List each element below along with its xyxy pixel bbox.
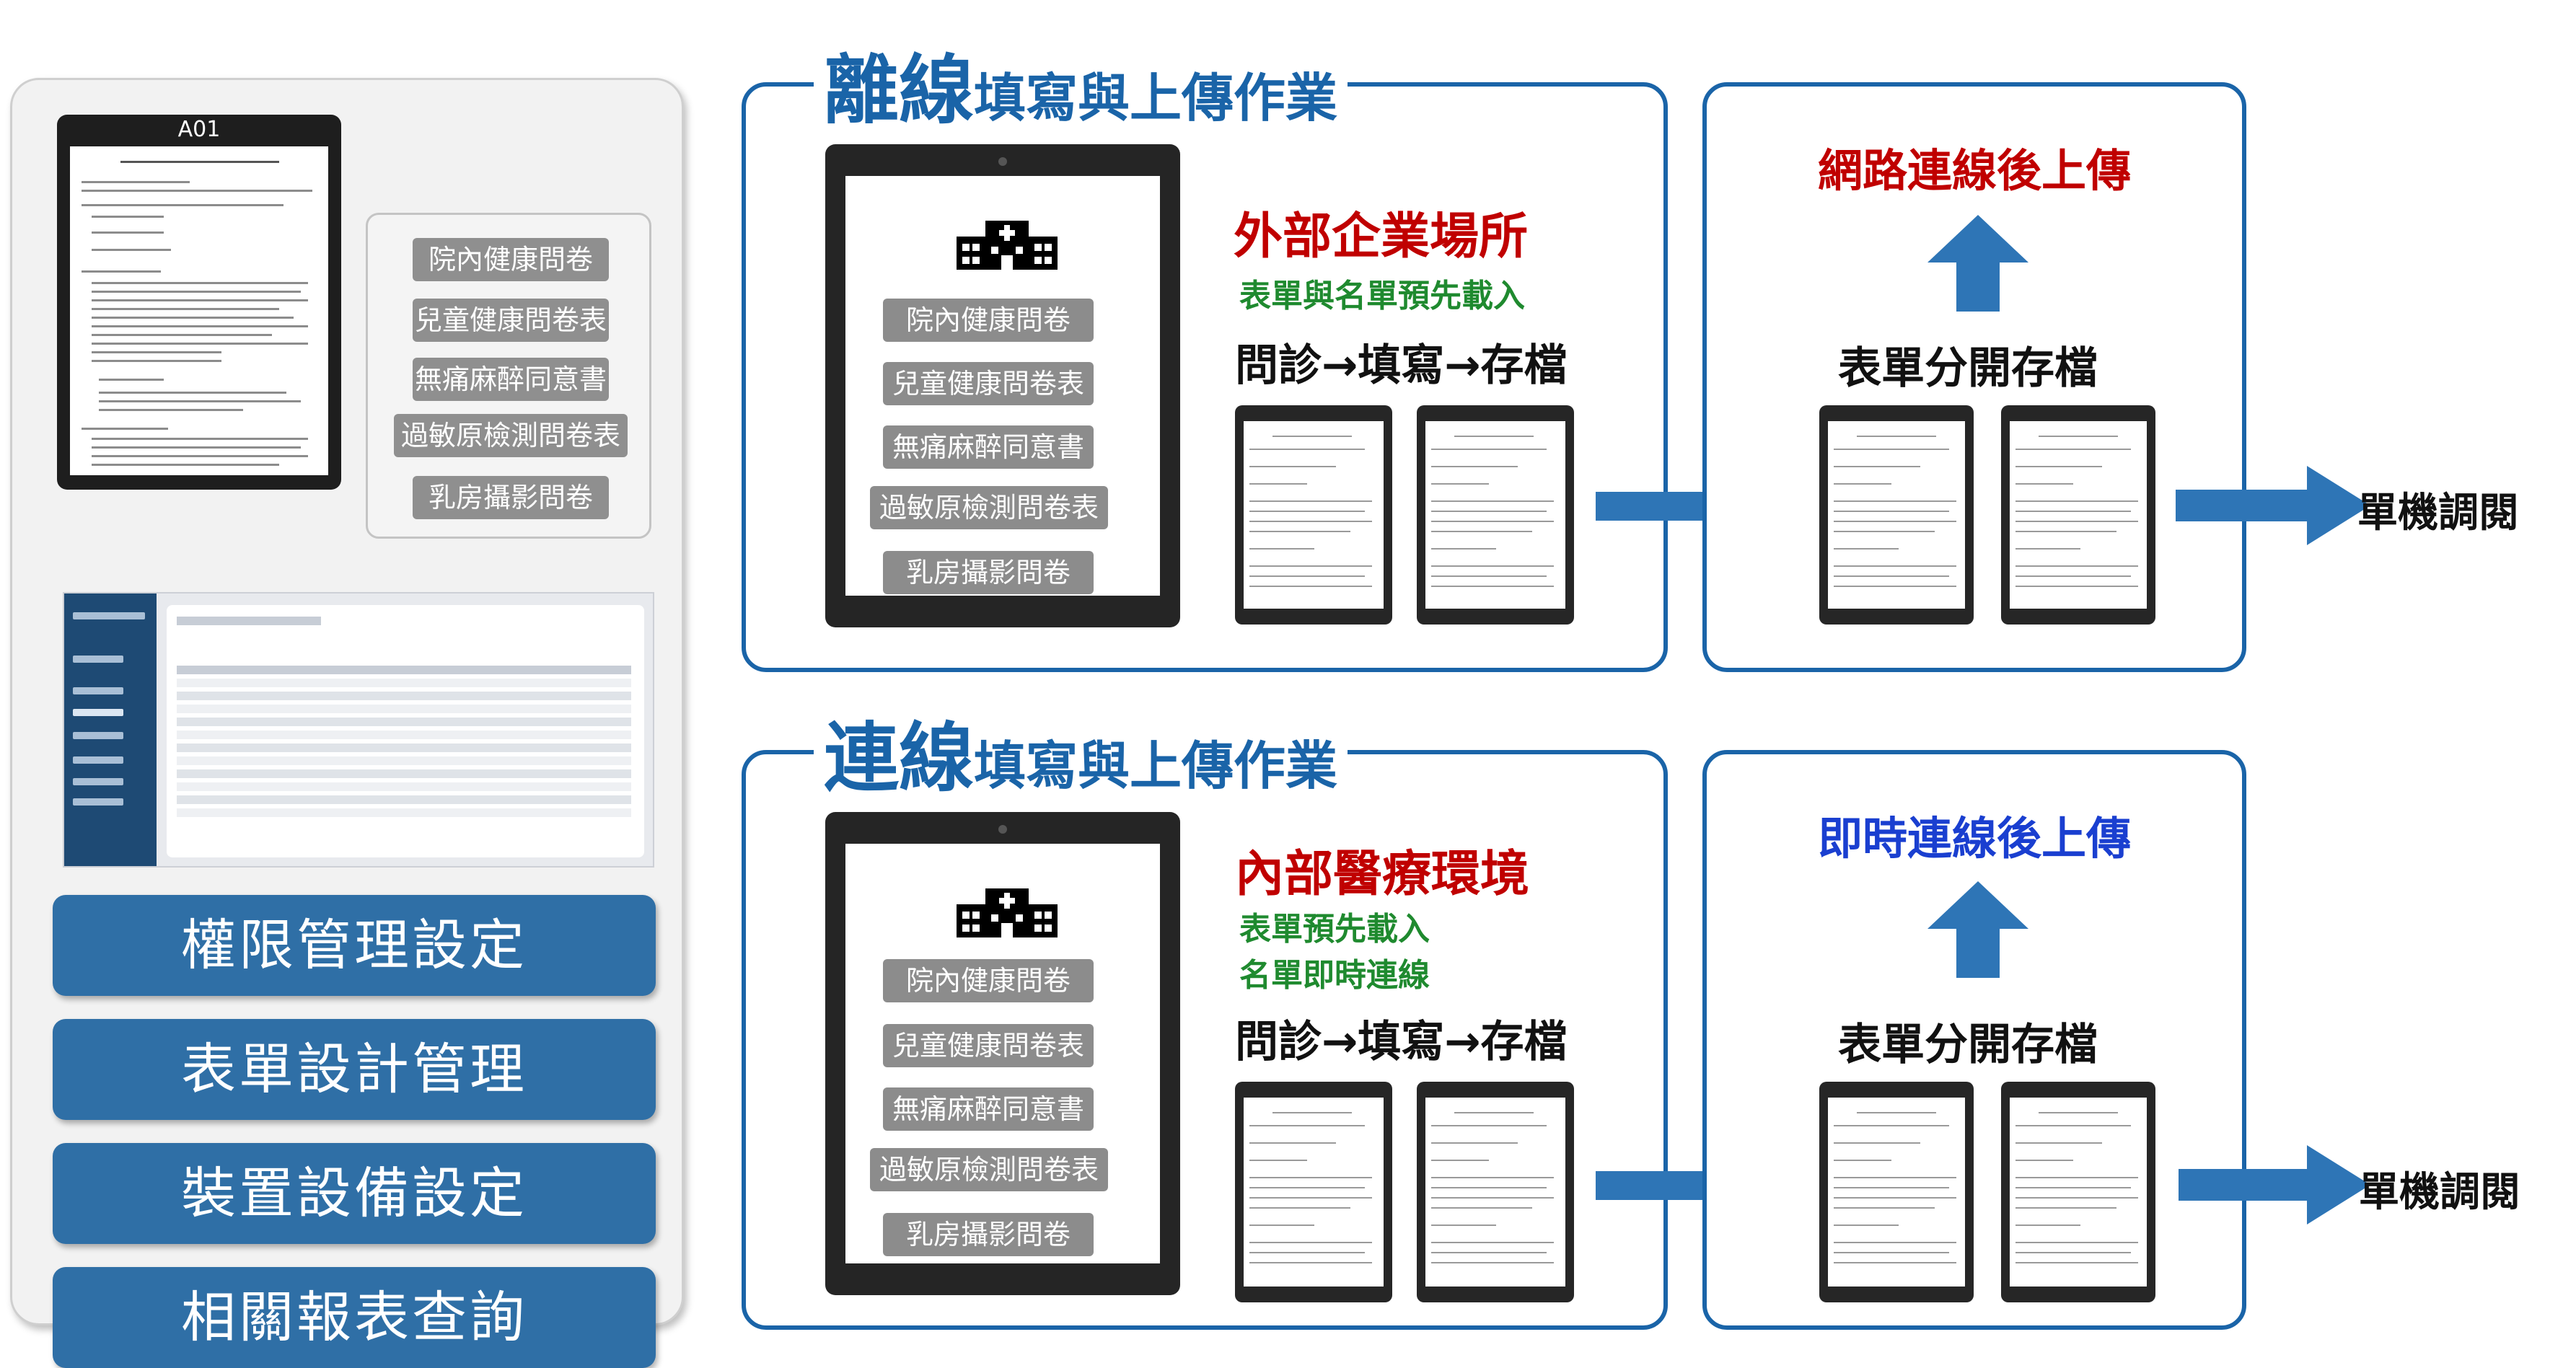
offline-title-main: 離線 [824, 46, 975, 134]
form-list: 院內健康問卷 兒童健康問卷表 無痛麻醉同意書 過敏原檢測問卷表 乳房攝影問卷 [366, 213, 651, 539]
form-item[interactable]: 乳房攝影問卷 [413, 476, 609, 519]
device-settings-button[interactable]: 裝置設備設定 [53, 1143, 656, 1244]
form-item[interactable]: 過敏原檢測問卷表 [870, 1148, 1108, 1191]
up-arrow-icon [1927, 881, 2028, 978]
form-item[interactable]: 乳房攝影問卷 [883, 551, 1094, 594]
online-tablet: 院內健康問卷 兒童健康問卷表 無痛麻醉同意書 過敏原檢測問卷表 乳房攝影問卷 [825, 812, 1180, 1295]
form-item[interactable]: 無痛麻醉同意書 [413, 358, 609, 401]
online-upload-note: 即時連線後上傳 [1817, 812, 2131, 865]
online-upload-box [1702, 750, 2246, 1330]
offline-upload-note: 網路連線後上傳 [1817, 144, 2131, 197]
online-store-label: 表單分開存檔 [1838, 1020, 2098, 1070]
offline-end-label: 單機調閱 [2357, 490, 2519, 537]
up-arrow-icon [1927, 215, 2028, 312]
offline-workflow: 問診→填寫→存檔 [1235, 340, 1568, 391]
form-item[interactable]: 無痛麻醉同意書 [883, 1087, 1094, 1131]
online-preload: 名單即時連線 [1239, 957, 1430, 994]
offline-location: 外部企業場所 [1234, 208, 1529, 265]
online-title-sub: 填寫與上傳作業 [974, 736, 1338, 796]
report-query-button[interactable]: 相關報表查詢 [53, 1267, 656, 1368]
offline-preload: 表單與名單預先載入 [1239, 278, 1525, 314]
online-location: 內部醫療環境 [1235, 846, 1530, 903]
form-item[interactable]: 兒童健康問卷表 [883, 1024, 1094, 1067]
form-item[interactable]: 院內健康問卷 [883, 299, 1094, 342]
right-arrow-icon [2176, 466, 2370, 545]
form-item[interactable]: 兒童健康問卷表 [883, 362, 1094, 405]
admin-panel: A01 [10, 78, 684, 1368]
form-item[interactable]: 院內健康問卷 [883, 959, 1094, 1002]
form-document [70, 146, 328, 475]
online-section-title: 連線填寫與上傳作業 [814, 697, 1348, 806]
right-arrow-icon [2179, 1145, 2370, 1224]
saved-form-tablet [1819, 1082, 1974, 1302]
admin-table-card [167, 605, 644, 857]
saved-form-tablet [1417, 1082, 1574, 1302]
permission-settings-button[interactable]: 權限管理設定 [53, 895, 656, 996]
form-item[interactable]: 院內健康問卷 [413, 238, 609, 281]
form-item[interactable]: 乳房攝影問卷 [883, 1213, 1094, 1256]
hospital-icon [957, 221, 1058, 270]
form-item[interactable]: 兒童健康問卷表 [413, 299, 609, 342]
form-item[interactable]: 過敏原檢測問卷表 [870, 486, 1108, 529]
saved-form-tablet [1417, 405, 1574, 625]
form-item[interactable]: 無痛麻醉同意書 [883, 425, 1094, 469]
saved-form-tablet [2001, 405, 2155, 625]
saved-form-tablet [1235, 405, 1392, 625]
form-item[interactable]: 過敏原檢測問卷表 [394, 414, 628, 457]
form-design-button[interactable]: 表單設計管理 [53, 1019, 656, 1120]
online-preload: 表單預先載入 [1239, 911, 1430, 948]
offline-title-sub: 填寫與上傳作業 [974, 68, 1338, 128]
offline-tablet: 院內健康問卷 兒童健康問卷表 無痛麻醉同意書 過敏原檢測問卷表 乳房攝影問卷 [825, 144, 1180, 627]
offline-store-label: 表單分開存檔 [1838, 343, 2098, 394]
saved-form-tablet [1235, 1082, 1392, 1302]
online-workflow: 問診→填寫→存檔 [1235, 1017, 1568, 1067]
saved-form-tablet [2001, 1082, 2155, 1302]
offline-upload-box [1702, 82, 2246, 672]
admin-sidebar [64, 593, 157, 866]
online-end-label: 單機調閱 [2359, 1169, 2520, 1216]
admin-app-thumbnail [63, 592, 654, 868]
offline-section-title: 離線填寫與上傳作業 [814, 29, 1348, 138]
online-title-main: 連線 [824, 714, 975, 802]
form-preview-tablet: A01 [57, 115, 341, 490]
form-code-label: A01 [177, 117, 221, 142]
saved-form-tablet [1819, 405, 1974, 625]
hospital-icon [957, 888, 1058, 937]
